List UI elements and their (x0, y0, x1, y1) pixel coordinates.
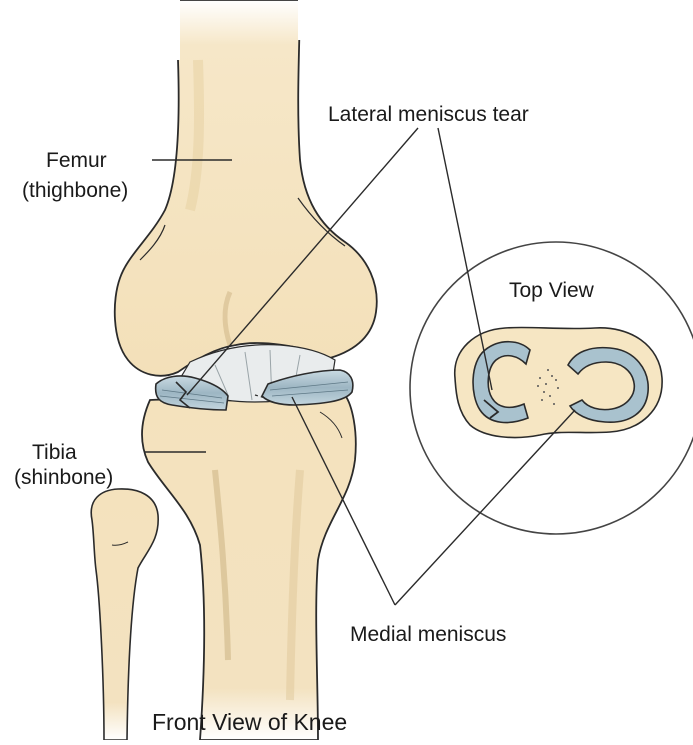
tibia-label: Tibia (32, 440, 77, 465)
tibia-bone (142, 394, 356, 740)
femur-bone (115, 0, 377, 376)
figure-caption: Front View of Knee (152, 710, 347, 735)
medial-meniscus-label: Medial meniscus (350, 622, 506, 647)
tibia-sublabel: (shinbone) (14, 465, 113, 490)
lateral-tear-label: Lateral meniscus tear (328, 102, 529, 127)
femur-label: Femur (46, 148, 107, 173)
fibula (91, 489, 158, 740)
femur-sublabel: (thighbone) (22, 178, 128, 203)
top-view-label: Top View (509, 278, 594, 303)
